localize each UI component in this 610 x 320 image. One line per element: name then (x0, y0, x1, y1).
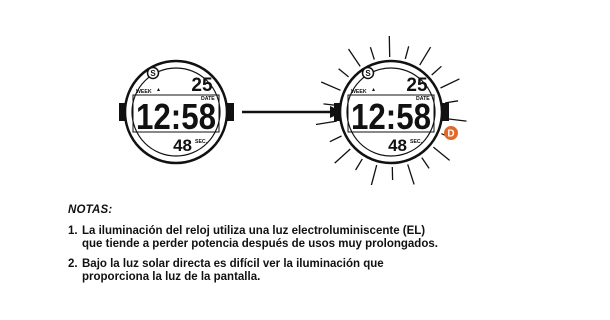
watch-left-mode-badge-text: S (150, 69, 156, 78)
note-line: proporciona la luz de la pantalla. (82, 271, 261, 283)
notes-title: NOTAS: (68, 204, 113, 216)
watch-left-time: 12:58 (136, 96, 216, 137)
watch-left-date-value: 25 (191, 75, 213, 96)
note-item: 2. Bajo la luz solar directa es difícil … (68, 258, 588, 284)
illumination-ray (334, 148, 351, 164)
illumination-ray (329, 135, 342, 143)
watch-left-button-right (225, 103, 234, 121)
watch-right-button-d-label: D (447, 129, 454, 140)
watch-left-dial (131, 67, 221, 157)
illumination-ray (338, 68, 350, 78)
watch-left: S 25 WEEK DATE 12:58 48 SEC. (119, 59, 234, 165)
illumination-ray (432, 146, 451, 161)
illumination-ray (355, 158, 363, 171)
watch-left-week-marker-icon (157, 88, 160, 91)
watch-right-button-d (444, 126, 458, 140)
note-text: La iluminación del reloj utiliza una luz… (82, 225, 438, 251)
illumination-ray (404, 46, 410, 60)
watch-right-seconds-label: SEC. (410, 139, 423, 145)
illumination-ray (320, 81, 341, 91)
watch-right-date-label: DATE (416, 96, 430, 102)
watch-right-mode-badge (361, 66, 375, 80)
watch-right-week-marker-icon (372, 88, 375, 91)
illumination-ray (421, 157, 430, 169)
watch-left-date-label: DATE (201, 96, 215, 102)
watch-left-display-frame (132, 94, 220, 133)
watch-right-button-right (440, 103, 449, 121)
note-line: Bajo la luz solar directa es difícil ver… (82, 258, 384, 270)
notes-section: NOTAS: 1. La iluminación del reloj utili… (68, 204, 588, 291)
watch-right-button-left (334, 103, 343, 121)
watch-left-mode-badge (146, 66, 160, 80)
illumination-ray (419, 46, 432, 66)
watch-left-seconds: 48 (173, 136, 192, 155)
illumination-ray (445, 100, 459, 104)
watch-right-display-frame (347, 94, 435, 133)
note-number: 2. (68, 258, 78, 270)
illumination-ray (369, 47, 375, 60)
watch-left-week-label: WEEK (136, 89, 152, 95)
watch-right-time: 12:58 (351, 96, 431, 137)
watch-left-seconds-label: SEC. (195, 139, 208, 145)
illumination-ray (347, 48, 361, 67)
watch-right: S 25 WEEK DATE 12:58 48 SEC. D (315, 35, 467, 185)
illumination-ray (431, 65, 442, 76)
watch-illustration: S 25 WEEK DATE 12:58 48 SEC. (119, 35, 467, 185)
watch-right-seconds: 48 (388, 136, 407, 155)
note-item: 1. La iluminación del reloj utiliza una … (68, 225, 588, 251)
illumination-ray (370, 164, 378, 185)
watch-diagram: S 25 WEEK DATE 12:58 48 SEC. (119, 35, 467, 185)
note-line: La iluminación del reloj utiliza una luz… (82, 225, 426, 237)
watch-right-mode-badge-text: S (365, 69, 371, 78)
illumination-rays-icon (315, 35, 467, 185)
watch-right-date-value: 25 (406, 75, 428, 96)
illumination-ray (407, 164, 415, 185)
note-number: 1. (68, 225, 78, 237)
watch-left-button-left (119, 103, 128, 121)
note-line: que tiende a perder potencia después de … (82, 238, 438, 250)
watch-right-dial (346, 67, 436, 157)
arrow-icon (242, 106, 343, 118)
illumination-ray (315, 120, 337, 126)
illumination-ray (445, 117, 467, 122)
watch-right-week-label: WEEK (351, 89, 367, 95)
note-text: Bajo la luz solar directa es difícil ver… (82, 258, 384, 284)
illumination-ray (440, 78, 460, 89)
